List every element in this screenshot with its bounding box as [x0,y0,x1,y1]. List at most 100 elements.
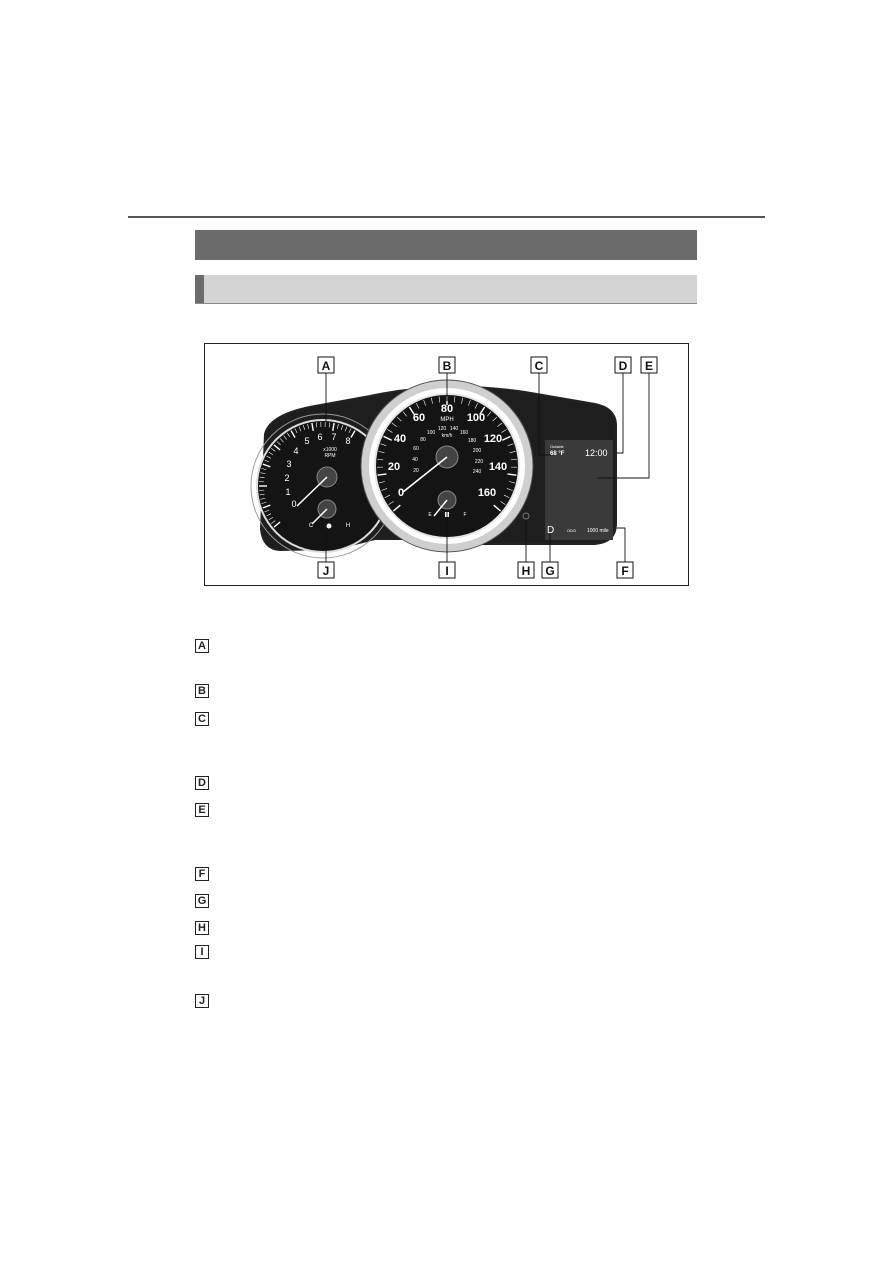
tachometer-tick-mark [332,422,335,431]
speedometer-kmh-160: 160 [460,430,469,436]
tachometer-tick-mark [262,463,271,468]
speedometer-mph-80: 80 [441,403,453,415]
speedometer: 0 20 40 60 80 MPH 100 120 140 160 20 40 … [360,379,534,553]
speedometer-tick-mark [493,504,502,512]
tachometer-tick-mark [340,425,344,430]
speedometer-kmh-120: 120 [438,426,447,432]
clock-display: 12:00 [585,448,608,458]
tachometer-needle [296,476,328,507]
speedometer-tick-mark [377,473,387,476]
tachometer-tick-4: 4 [293,446,298,456]
speedometer-tick-mark [468,399,471,406]
speedometer-tick-mark [430,397,433,404]
tachometer-tick-mark [262,504,271,509]
speedometer-kmh-220: 220 [475,459,484,465]
callout-D: D [614,356,632,374]
tachometer-tick-mark [268,517,274,521]
legend-letter: D [195,776,209,790]
speedometer-kmh-40: 40 [412,457,418,463]
multi-information-display [545,440,613,540]
legend-item-G: G [195,891,209,908]
temperature-high-label: H [346,523,350,529]
tachometer-tick-mark [260,472,266,475]
speedometer-tick-mark [497,422,503,427]
tachometer-tick-3: 3 [286,459,291,469]
speedometer-kmh-240: 240 [473,469,482,475]
legend-letter: B [195,684,209,698]
outside-temp-value: 68 °F [550,451,565,457]
speedometer-mph-unit: MPH [440,417,453,423]
fuel-gauge-needle [433,499,448,517]
outside-temp-label: Outside [550,444,565,449]
legend-item-H: H [195,918,209,935]
tachometer-tick-2: 2 [284,473,289,483]
speedometer-tick-mark [438,396,441,403]
legend-item-F: F [195,864,209,881]
tachometer-tick-mark [316,422,318,428]
speedometer-kmh-20: 20 [413,468,419,474]
speedometer-kmh-60: 60 [413,446,419,452]
instrument-cluster-figure: 0 1 2 3 4 5 6 7 8 x1000 RPM C H 0 20 [204,343,689,586]
speedometer-kmh-140: 140 [450,426,459,432]
tachometer-tick-7: 7 [331,432,336,442]
tachometer-tick-mark [302,425,306,430]
tachometer-tick-mark [294,428,298,434]
speedometer-tick-mark [402,411,407,417]
legend-letter: A [195,639,209,653]
callout-A: A [317,356,335,374]
legend-letter: H [195,921,209,935]
speedometer-tick-mark [500,501,506,505]
speedometer-tick-mark [510,458,517,461]
svg-text:J: J [323,564,330,578]
indicator-light [522,512,530,520]
speedometer-tick-mark [509,451,516,453]
speedometer-tick-mark [507,473,517,476]
speedometer-mph-40: 40 [394,433,406,445]
svg-text:A: A [322,359,331,373]
tachometer-tick-8: 8 [345,436,350,446]
speedometer-tick-mark [474,402,478,409]
speedometer-mph-0: 0 [398,487,404,499]
tachometer-tick-mark [350,430,356,438]
tachometer-tick-mark [311,422,314,431]
speedometer-tick-mark [479,406,486,415]
callout-J: J [317,561,335,579]
speedometer-mph-160: 160 [478,487,496,499]
tachometer-tick-0: 0 [291,499,296,509]
speedometer-mph-60: 60 [413,412,425,424]
speedometer-kmh-100: 100 [427,430,436,436]
subsection-title-bar [195,275,697,304]
tachometer-tick-mark [336,423,339,429]
tachometer-unit-rpm: RPM [324,453,335,459]
svg-text:H: H [522,564,531,578]
speedometer-tick-mark [384,494,391,499]
legend-letter: C [195,712,209,726]
speedometer-tick-mark [423,399,426,406]
speedometer-kmh-180: 180 [468,438,477,444]
fuel-full-label: F [463,512,466,518]
coolant-temp-icon [326,523,332,529]
speedometer-mph-140: 140 [489,461,507,473]
tachometer-tick-6: 6 [317,432,322,442]
callout-leader-lines [325,373,650,562]
callout-E: E [640,356,658,374]
tachometer-tick-mark [307,423,310,429]
legend-item-C: C [195,709,209,726]
speedometer-tick-mark [387,429,393,433]
legend-item-D: D [195,773,209,790]
speedometer-tick-mark [379,481,385,484]
tachometer-tick-mark [264,509,270,513]
tachometer-tick-mark [328,422,330,428]
tachometer-tick-mark [271,448,276,452]
speedometer-tick-mark [492,416,498,422]
speedometer-tick-mark [391,422,397,427]
speedometer-tick-mark [416,402,420,409]
speedometer-tick-mark [487,411,492,417]
tachometer-tick-mark [279,438,284,443]
tachometer-tick-1: 1 [285,487,290,497]
tachometer: 0 1 2 3 4 5 6 7 8 x1000 RPM C H [250,413,396,559]
tachometer-tick-mark [260,497,266,500]
tachometer-tick-mark [261,468,267,471]
svg-text:G: G [545,564,554,578]
speedometer-tick-mark [453,396,456,403]
